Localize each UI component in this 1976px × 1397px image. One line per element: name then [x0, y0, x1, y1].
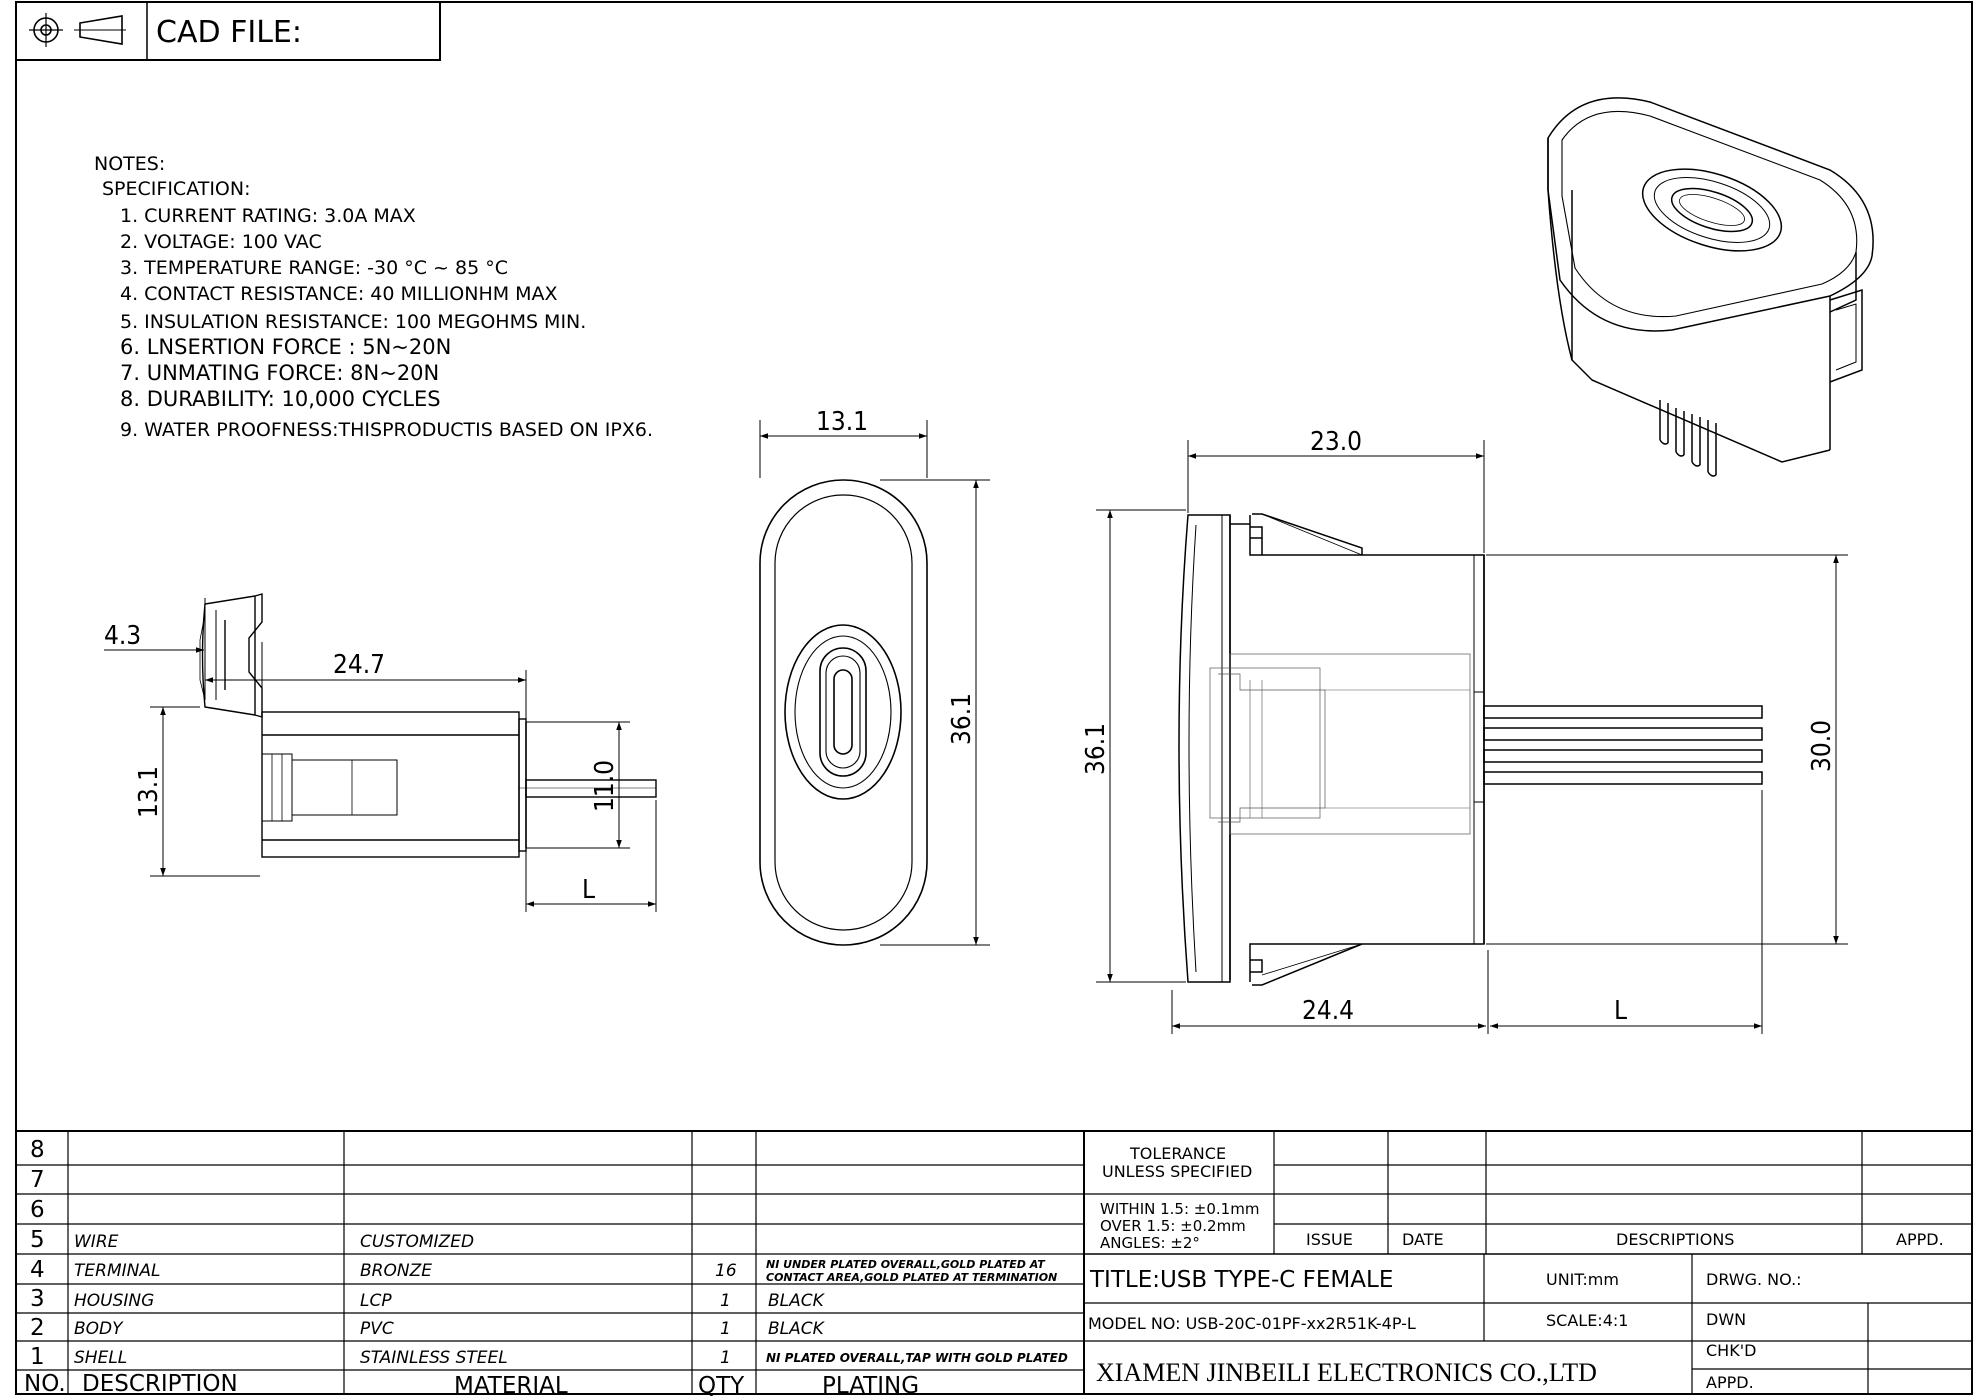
bom-row-description: WIRE [74, 1232, 119, 1252]
tolerance-over: OVER 1.5: ±0.2mm [1100, 1217, 1246, 1235]
dim-top-L: L [1614, 996, 1627, 1026]
iso-pins [1659, 400, 1717, 477]
bom-row-no: 2 [30, 1315, 45, 1341]
title-block-text: TOLERANCE UNLESS SPECIFIED WITHIN 1.5: ±… [1088, 1144, 1944, 1392]
bom-row-qty: 16 [715, 1261, 737, 1281]
date-header: DATE [1402, 1230, 1444, 1249]
dim-top-length: 24.4 [1302, 996, 1354, 1026]
note-item: 9. WATER PROOFNESS:THISPRODUCTIS BASED O… [120, 419, 653, 441]
bom-row-description: HOUSING [74, 1291, 154, 1311]
drawn-by-label: DWN [1706, 1310, 1746, 1329]
cad-header: CAD FILE: [15, 1, 441, 61]
company-name: XIAMEN JINBEILI ELECTRONICS CO.,LTD [1096, 1358, 1597, 1387]
note-item: 7. UNMATING FORCE: 8N~20N [120, 361, 439, 385]
bom-row-no: 5 [30, 1227, 45, 1253]
notes-title: NOTES: [94, 153, 165, 175]
dim-side-pin: 11.0 [590, 760, 620, 812]
bom-row-description: BODY [74, 1319, 124, 1339]
note-item: 8. DURABILITY: 10,000 CYCLES [120, 387, 441, 411]
bom-row-plating: CONTACT AREA,GOLD PLATED AT TERMINATION [766, 1271, 1057, 1284]
dim-side-flange: 4.3 [104, 621, 141, 651]
isometric-view [1547, 97, 1874, 477]
terminal-pins [1483, 705, 1763, 785]
front-view-dimensions [759, 420, 990, 946]
note-item: 2. VOLTAGE: 100 VAC [120, 231, 322, 253]
bom-row-no: 8 [30, 1137, 45, 1163]
bom-row-qty: 1 [720, 1291, 731, 1311]
bom-header-plating: PLATING [822, 1373, 919, 1397]
bom-row-no: 3 [30, 1286, 45, 1312]
note-item: 1. CURRENT RATING: 3.0A MAX [120, 205, 416, 227]
dim-side-L: L [582, 875, 595, 905]
tolerance-angles: ANGLES: ±2° [1100, 1234, 1200, 1252]
side-view [199, 593, 657, 858]
bom-table [16, 1130, 1972, 1394]
bom-row-plating: BLACK [768, 1291, 826, 1311]
dim-front-width: 13.1 [816, 407, 868, 437]
model-number: MODEL NO: USB-20C-01PF-xx2R51K-4P-L [1088, 1314, 1416, 1333]
bom-row-no: 7 [30, 1167, 45, 1193]
note-item: 3. TEMPERATURE RANGE: -30 °C ~ 85 °C [120, 257, 508, 279]
bom-header-material: MATERIAL [454, 1373, 568, 1397]
appd-header: APPD. [1896, 1230, 1944, 1249]
tolerance-title: TOLERANCE [1129, 1144, 1226, 1163]
bom-row-no: 4 [30, 1257, 45, 1283]
bom-row-plating: BLACK [768, 1319, 826, 1339]
side-view-dimensions [104, 598, 657, 912]
bom-row-material: PVC [360, 1319, 394, 1339]
title-block [1084, 1131, 1972, 1394]
dim-side-length: 24.7 [333, 650, 385, 680]
sheet-border [15, 1, 1973, 1395]
bom-row-material: LCP [360, 1291, 392, 1311]
tolerance-within: WITHIN 1.5: ±0.1mm [1100, 1200, 1259, 1218]
bom-row-material: BRONZE [360, 1261, 432, 1281]
notes: NOTES: SPECIFICATION: 1. CURRENT RATING:… [94, 153, 653, 441]
bom-row-description: SHELL [74, 1348, 127, 1368]
bom-row-qty: 1 [720, 1319, 731, 1339]
cad-file-label: CAD FILE: [156, 15, 302, 50]
dim-side-height: 13.1 [134, 766, 164, 818]
issue-header: ISSUE [1306, 1230, 1353, 1249]
spec-title: SPECIFICATION: [102, 178, 251, 200]
bom-rows: 8 7 6 5 4 3 2 1 WIRE TERMINAL HOUSING BO… [24, 1137, 1068, 1397]
third-angle-projection-icon [29, 13, 126, 47]
dim-top-width: 23.0 [1310, 427, 1362, 457]
bom-row-plating: NI PLATED OVERALL,TAP WITH GOLD PLATED [766, 1351, 1068, 1365]
drawing-title: TITLE:USB TYPE-C FEMALE [1089, 1267, 1393, 1293]
bom-row-no: 6 [30, 1197, 45, 1223]
tolerance-subtitle: UNLESS SPECIFIED [1102, 1162, 1252, 1181]
scale-label: SCALE:4:1 [1546, 1311, 1628, 1330]
note-item: 5. INSULATION RESISTANCE: 100 MEGOHMS MI… [120, 311, 586, 333]
dim-front-height: 36.1 [947, 693, 977, 745]
checked-by-label: CHK'D [1706, 1341, 1756, 1360]
top-view [1178, 513, 1763, 986]
bom-header-description: DESCRIPTION [82, 1371, 238, 1397]
bom-header-qty: QTY [698, 1373, 745, 1397]
bom-row-no: 1 [30, 1344, 45, 1370]
bom-row-plating: NI UNDER PLATED OVERALL,GOLD PLATED AT [766, 1258, 1046, 1271]
note-item: 6. LNSERTION FORCE : 5N~20N [120, 335, 451, 359]
bom-row-description: TERMINAL [74, 1261, 160, 1281]
note-item: 4. CONTACT RESISTANCE: 40 MILLIONHM MAX [120, 283, 558, 305]
dim-top-height: 36.1 [1081, 723, 1111, 775]
descriptions-header: DESCRIPTIONS [1616, 1230, 1734, 1249]
unit-label: UNIT:mm [1546, 1270, 1619, 1289]
top-view-dimensions [1096, 440, 1848, 1034]
bom-row-material: CUSTOMIZED [360, 1232, 474, 1252]
front-view [759, 479, 928, 946]
dim-top-body-height: 30.0 [1807, 720, 1837, 772]
bom-row-material: STAINLESS STEEL [360, 1348, 508, 1368]
approved-by-label: APPD. [1706, 1373, 1754, 1392]
bom-header-no: NO. [24, 1371, 66, 1397]
bom-row-qty: 1 [720, 1348, 731, 1368]
drawing-number-label: DRWG. NO.: [1706, 1270, 1802, 1289]
